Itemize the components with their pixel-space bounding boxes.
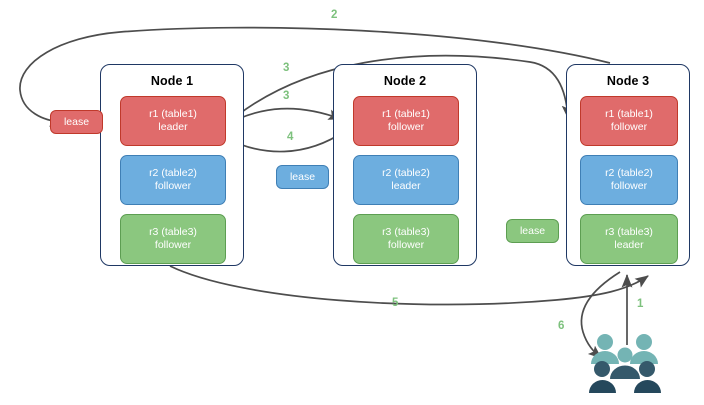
node-title: Node 2: [383, 74, 427, 88]
replica-line2: follower: [610, 180, 648, 192]
replica-line2: leader: [614, 239, 644, 251]
replica-line1: r3 (table3): [605, 225, 653, 238]
edge-label-3-lower: 3: [283, 90, 290, 102]
replica-line2: follower: [387, 239, 425, 251]
edge-label-1: 1: [637, 298, 644, 310]
node-title: Node 3: [606, 74, 650, 88]
lease-chip-r2[interactable]: lease: [276, 165, 329, 189]
replica-line1: r3 (table3): [382, 225, 430, 238]
replica-n1r1[interactable]: r1 (table1) leader: [120, 96, 226, 146]
replica-line1: r2 (table2): [382, 166, 430, 179]
lease-chip-r3[interactable]: lease: [506, 219, 559, 243]
edge-label-4: 4: [287, 131, 294, 143]
replica-line1: r2 (table2): [605, 166, 653, 179]
replica-line1: r1 (table1): [605, 107, 653, 120]
replica-n2r2[interactable]: r2 (table2) leader: [353, 155, 459, 205]
edge-label-6: 6: [558, 320, 565, 332]
replica-n1r2[interactable]: r2 (table2) follower: [120, 155, 226, 205]
replica-line2: follower: [154, 180, 192, 192]
node-container-node1[interactable]: Node 1 r1 (table1) leader r2 (table2) fo…: [100, 64, 244, 266]
node-title: Node 1: [150, 74, 194, 88]
replica-n3r1[interactable]: r1 (table1) follower: [580, 96, 678, 146]
lease-chip-r1[interactable]: lease: [50, 110, 103, 134]
users-icon: [589, 334, 661, 393]
edge-label-2: 2: [331, 9, 338, 21]
replica-line2: leader: [158, 121, 188, 133]
replica-line1: r2 (table2): [149, 166, 197, 179]
replica-n3r2[interactable]: r2 (table2) follower: [580, 155, 678, 205]
replica-line1: r1 (table1): [382, 107, 430, 120]
replica-line2: follower: [610, 121, 648, 133]
replica-n3r3[interactable]: r3 (table3) leader: [580, 214, 678, 264]
edge-label-5: 5: [392, 297, 399, 309]
replica-line2: follower: [387, 121, 425, 133]
replica-line1: r3 (table3): [149, 225, 197, 238]
replica-line1: r1 (table1): [149, 107, 197, 120]
node-container-node3[interactable]: Node 3 r1 (table1) follower r2 (table2) …: [566, 64, 690, 266]
replica-n2r1[interactable]: r1 (table1) follower: [353, 96, 459, 146]
replica-n2r3[interactable]: r3 (table3) follower: [353, 214, 459, 264]
replica-line2: follower: [154, 239, 192, 251]
edge-label-3-upper: 3: [283, 62, 290, 74]
edge-5-path: [169, 265, 649, 306]
replica-line2: leader: [391, 180, 421, 192]
replica-n1r3[interactable]: r3 (table3) follower: [120, 214, 226, 264]
node-container-node2[interactable]: Node 2 r1 (table1) follower r2 (table2) …: [333, 64, 477, 266]
